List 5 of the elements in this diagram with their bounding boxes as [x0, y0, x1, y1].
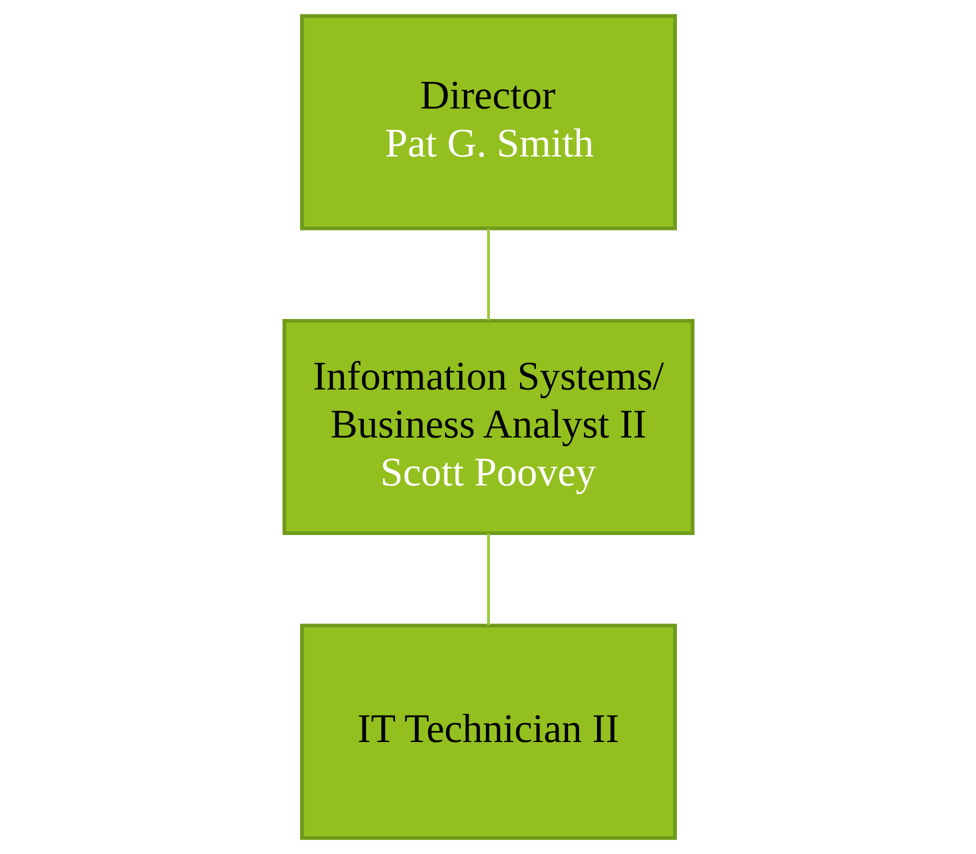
connector: [486, 534, 490, 626]
node-box: Information Systems/ Business Analyst II Scott Poovey: [282, 318, 694, 536]
node-box: IT Technician II: [300, 624, 676, 840]
node-box: Director Pat G. Smith: [300, 14, 676, 230]
connector: [486, 228, 490, 320]
